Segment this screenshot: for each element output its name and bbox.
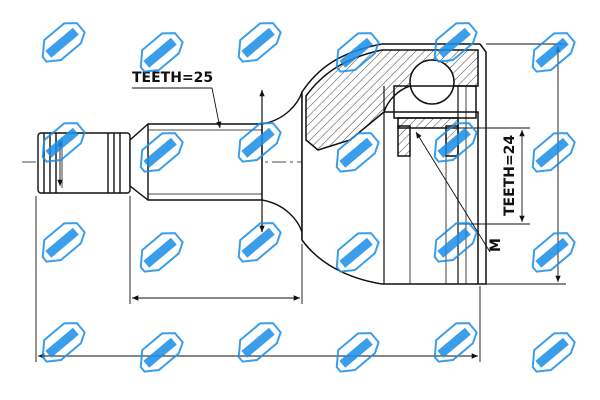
bell-housing (301, 43, 487, 285)
inner-teeth-label: TEETH=24 (502, 135, 518, 216)
shaft-neck (261, 91, 303, 240)
outer-teeth-label: TEETH=25 (132, 70, 213, 86)
splined-shaft (129, 90, 263, 232)
leader-outer-teeth (132, 87, 222, 129)
dimension-shaft-length (129, 196, 303, 304)
thread-label: M (488, 238, 504, 252)
threaded-tip (37, 132, 131, 194)
